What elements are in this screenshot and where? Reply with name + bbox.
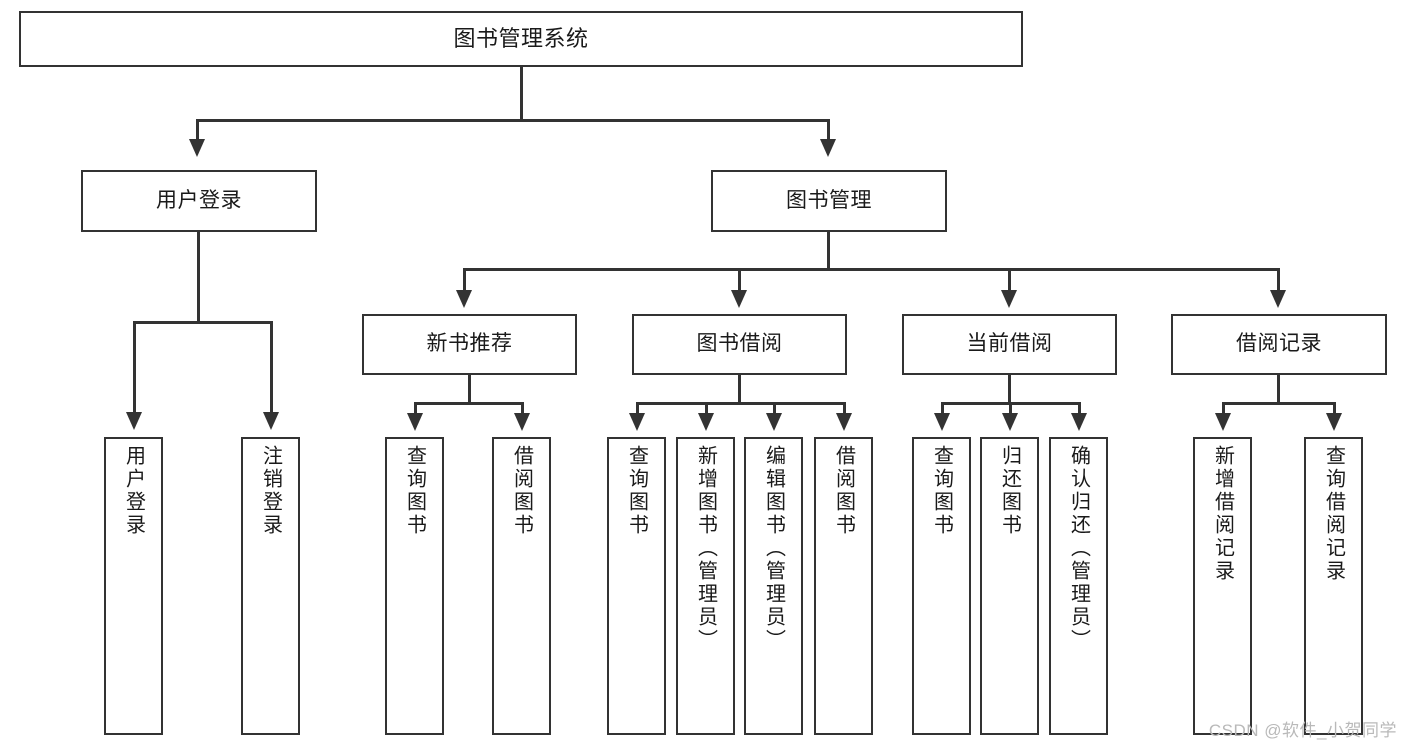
- node-label: 图书管理系统: [453, 26, 589, 52]
- node-label: 查询图书: [930, 445, 953, 537]
- node-label: 确认归还（管理员）: [1067, 445, 1090, 652]
- node-current-borrow[interactable]: 当前借阅: [902, 314, 1117, 375]
- arrowhead-current-borrow-to-leaf-2: [1002, 413, 1018, 431]
- connector-book-borrow-to-leaf-4: [843, 402, 846, 416]
- arrowhead-book-borrow-to-leaf-4: [836, 413, 852, 431]
- connector-book-borrow-bus: [636, 402, 846, 405]
- arrowhead-book-manage-to-current-borrow: [1001, 290, 1017, 308]
- connector-book-borrow-to-leaf-1: [636, 402, 639, 416]
- arrowhead-book-borrow-to-leaf-2: [698, 413, 714, 431]
- node-label: 注销登录: [259, 445, 282, 537]
- node-label: 图书借阅: [696, 332, 783, 356]
- connector-book-borrow-to-leaf-3: [773, 402, 776, 416]
- leaf-book-borrow-edit-book-admin[interactable]: 编辑图书（管理员）: [744, 437, 803, 735]
- connector-book-manage-to-current-borrow: [1008, 268, 1011, 292]
- leaf-current-borrow-query-book[interactable]: 查询图书: [912, 437, 971, 735]
- connector-root-bus: [196, 119, 830, 122]
- arrowhead-current-borrow-to-leaf-3: [1071, 413, 1087, 431]
- connector-new-book-bus: [414, 402, 524, 405]
- node-user-login[interactable]: 用户登录: [81, 170, 317, 232]
- connector-current-borrow-stem: [1008, 375, 1011, 404]
- connector-current-borrow-to-leaf-2: [1009, 402, 1012, 416]
- node-label: 借阅图书: [832, 445, 855, 537]
- node-new-book-recommend[interactable]: 新书推荐: [362, 314, 577, 375]
- connector-book-manage-to-book-borrow: [738, 268, 741, 292]
- leaf-borrow-record-add-record[interactable]: 新增借阅记录: [1193, 437, 1252, 735]
- leaf-borrow-record-query-record[interactable]: 查询借阅记录: [1304, 437, 1363, 735]
- connector-current-borrow-to-leaf-3: [1078, 402, 1081, 416]
- node-label: 编辑图书（管理员）: [762, 445, 785, 652]
- arrowhead-new-book-to-leaf-1: [407, 413, 423, 431]
- arrowhead-root-to-book-manage: [820, 139, 836, 157]
- node-label: 查询图书: [625, 445, 648, 537]
- node-label: 查询图书: [403, 445, 426, 537]
- arrowhead-user-login-to-leaf-1: [126, 412, 142, 430]
- leaf-book-borrow-query-book[interactable]: 查询图书: [607, 437, 666, 735]
- node-label: 借阅图书: [510, 445, 533, 537]
- arrowhead-borrow-record-to-leaf-1: [1215, 413, 1231, 431]
- connector-new-book-to-leaf-1: [414, 402, 417, 416]
- connector-book-manage-stem: [827, 232, 830, 270]
- connector-user-login-stem: [197, 232, 200, 323]
- leaf-user-login-login[interactable]: 用户登录: [104, 437, 163, 735]
- connector-borrow-record-stem: [1277, 375, 1280, 404]
- connector-root-to-user-login: [196, 119, 199, 141]
- node-label: 新增图书（管理员）: [694, 445, 717, 652]
- connector-current-borrow-to-leaf-1: [941, 402, 944, 416]
- connector-book-borrow-stem: [738, 375, 741, 404]
- connector-root-to-book-manage: [827, 119, 830, 141]
- leaf-book-borrow-borrow-book[interactable]: 借阅图书: [814, 437, 873, 735]
- node-label: 归还图书: [998, 445, 1021, 537]
- arrowhead-borrow-record-to-leaf-2: [1326, 413, 1342, 431]
- connector-new-book-stem: [468, 375, 471, 404]
- arrowhead-current-borrow-to-leaf-1: [934, 413, 950, 431]
- connector-book-borrow-to-leaf-2: [705, 402, 708, 416]
- leaf-user-login-logout[interactable]: 注销登录: [241, 437, 300, 735]
- leaf-new-book-borrow-book[interactable]: 借阅图书: [492, 437, 551, 735]
- node-borrow-record[interactable]: 借阅记录: [1171, 314, 1387, 375]
- node-root-system[interactable]: 图书管理系统: [19, 11, 1023, 67]
- leaf-new-book-query-book[interactable]: 查询图书: [385, 437, 444, 735]
- arrowhead-new-book-to-leaf-2: [514, 413, 530, 431]
- arrowhead-user-login-to-leaf-2: [263, 412, 279, 430]
- connector-borrow-record-to-leaf-2: [1333, 402, 1336, 416]
- arrowhead-book-manage-to-new-book: [456, 290, 472, 308]
- node-label: 借阅记录: [1236, 332, 1322, 356]
- node-label: 图书管理: [786, 188, 872, 212]
- node-book-borrow[interactable]: 图书借阅: [632, 314, 847, 375]
- connector-new-book-to-leaf-2: [521, 402, 524, 416]
- connector-user-login-bus: [133, 321, 273, 324]
- leaf-current-borrow-confirm-return-admin[interactable]: 确认归还（管理员）: [1049, 437, 1108, 735]
- node-label: 当前借阅: [966, 332, 1053, 356]
- node-book-management[interactable]: 图书管理: [711, 170, 947, 232]
- node-label: 新书推荐: [426, 332, 513, 356]
- node-label: 用户登录: [122, 445, 145, 537]
- connector-root-stem: [520, 67, 523, 121]
- connector-borrow-record-to-leaf-1: [1222, 402, 1225, 416]
- leaf-current-borrow-return-book[interactable]: 归还图书: [980, 437, 1039, 735]
- node-label: 查询借阅记录: [1322, 445, 1345, 583]
- node-label: 新增借阅记录: [1211, 445, 1234, 583]
- connector-book-manage-bus: [463, 268, 1277, 271]
- connector-borrow-record-bus: [1222, 402, 1336, 405]
- connector-user-login-to-leaf-1: [133, 321, 136, 415]
- arrowhead-book-borrow-to-leaf-1: [629, 413, 645, 431]
- node-label: 用户登录: [156, 188, 242, 212]
- leaf-book-borrow-add-book-admin[interactable]: 新增图书（管理员）: [676, 437, 735, 735]
- arrowhead-book-manage-to-book-borrow: [731, 290, 747, 308]
- arrowhead-book-borrow-to-leaf-3: [766, 413, 782, 431]
- connector-user-login-to-leaf-2: [270, 321, 273, 415]
- arrowhead-book-manage-to-borrow-record: [1270, 290, 1286, 308]
- connector-book-manage-to-borrow-record: [1277, 268, 1280, 292]
- connector-book-manage-to-new-book: [463, 268, 466, 292]
- arrowhead-root-to-user-login: [189, 139, 205, 157]
